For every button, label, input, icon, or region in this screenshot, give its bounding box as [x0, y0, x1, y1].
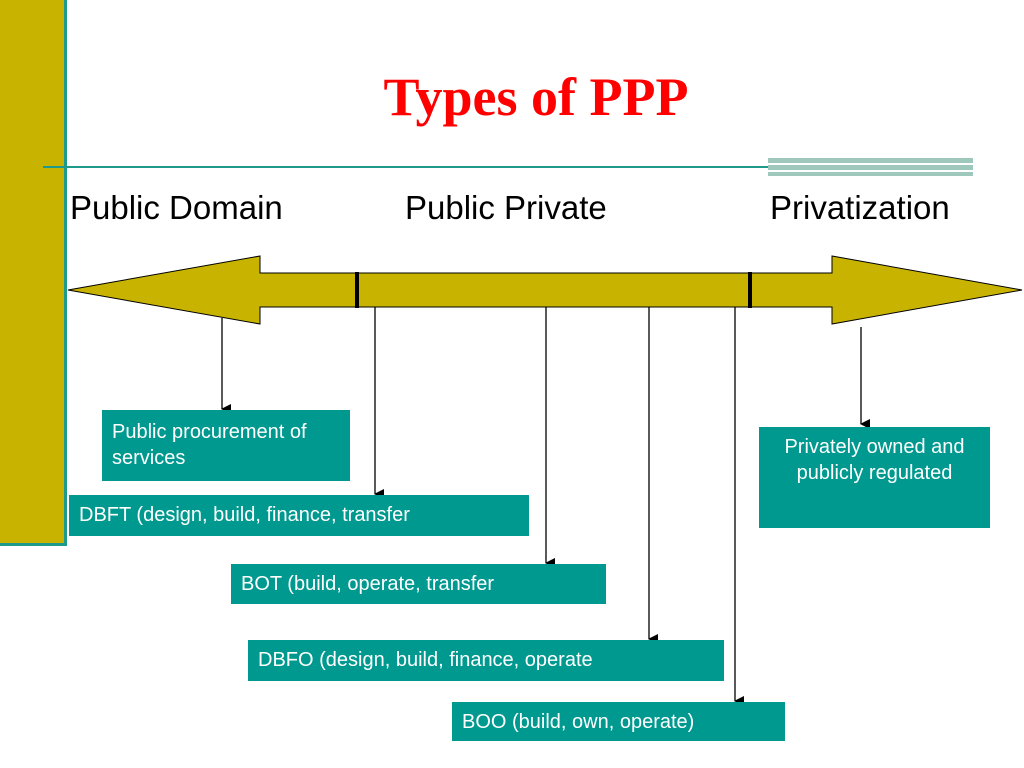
dbft-box: DBFT (design, build, finance, transfer [69, 495, 529, 536]
title-divider-accent [768, 158, 973, 176]
privately-owned-box: Privately owned and publicly regulated [759, 427, 990, 528]
boo-box: BOO (build, own, operate) [452, 702, 785, 741]
dbfo-box: DBFO (design, build, finance, operate [248, 640, 724, 681]
public-procurement-box: Public procurement of services [102, 410, 350, 481]
slide-title: Types of PPP [383, 67, 689, 127]
public-private-label: Public Private [405, 189, 607, 226]
public-domain-label: Public Domain [70, 189, 283, 226]
title-divider [43, 166, 973, 168]
bot-box: BOT (build, operate, transfer [231, 564, 606, 604]
spectrum-double-arrow [67, 255, 1023, 325]
privatization-label: Privatization [770, 189, 950, 226]
side-decoration-bar [0, 0, 67, 546]
